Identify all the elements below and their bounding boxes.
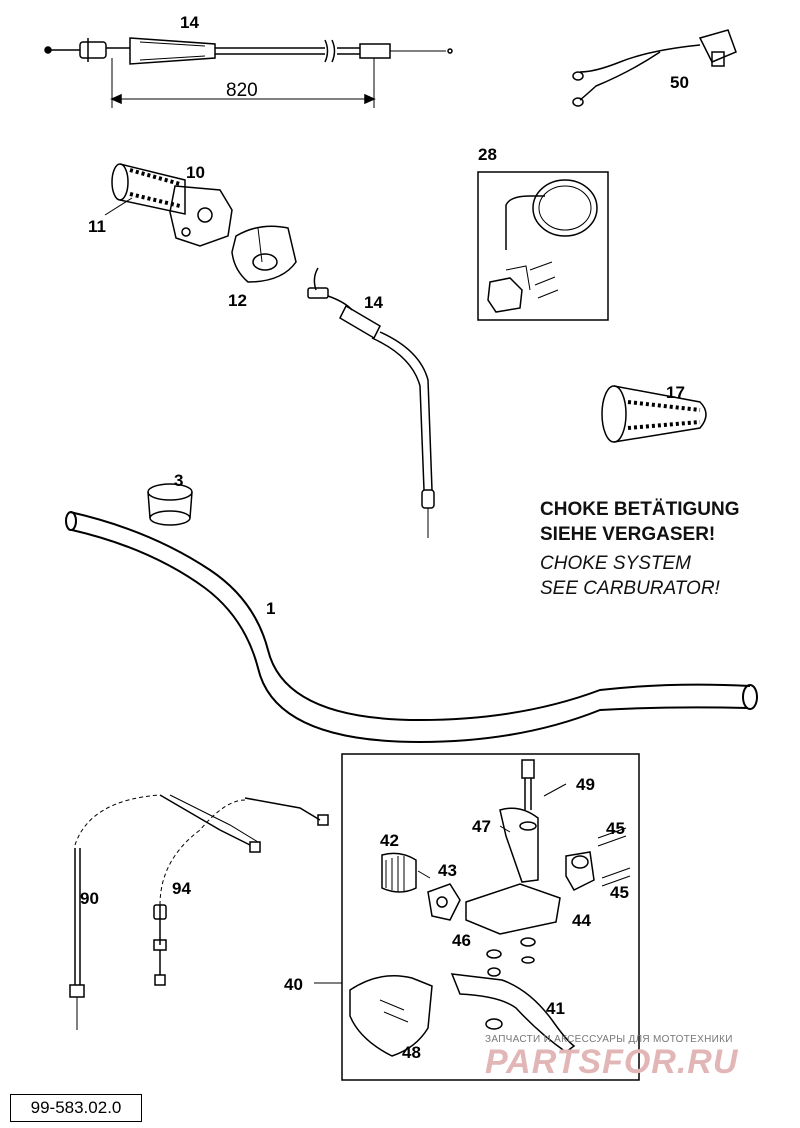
label-10: 10 (186, 163, 205, 182)
label-49: 49 (576, 775, 595, 794)
throttle-cover (231, 225, 297, 283)
label-45a: 45 (606, 819, 625, 838)
label-11: 11 (88, 217, 106, 236)
throttle-cable-top (44, 37, 453, 108)
label-40: 40 (284, 975, 303, 994)
throttle-cable-mid (307, 267, 435, 538)
clutch-cables (69, 794, 329, 1030)
label-17: 17 (666, 383, 685, 402)
throttle-grip (104, 163, 233, 247)
choke-note-de-line1: CHOKE BETÄTIGUNG (540, 499, 740, 520)
left-grip (601, 385, 707, 443)
mirror-assembly (477, 171, 609, 321)
label-47: 47 (472, 817, 491, 836)
label-48: 48 (402, 1043, 421, 1062)
watermark-logo: PARTSFOR.RU (485, 1043, 739, 1081)
label-14-mid: 14 (364, 293, 383, 312)
watermark-subtitle: ЗАПЧАСТИ И АКСЕССУАРЫ ДЛЯ МОТОТЕХНИКИ (485, 1034, 733, 1045)
choke-note-en-line1: CHOKE SYSTEM (540, 553, 691, 574)
clutch-lever-assembly (314, 753, 640, 1081)
label-41: 41 (546, 999, 565, 1018)
label-43: 43 (438, 861, 457, 880)
dimension-820: 820 (226, 80, 258, 101)
label-50: 50 (670, 73, 689, 92)
kill-switch (572, 29, 737, 107)
label-94: 94 (172, 879, 191, 898)
part-labels: 14 50 10 11 12 14 28 17 3 1 49 47 45 45 … (80, 13, 689, 1062)
label-46: 46 (452, 931, 471, 950)
label-1: 1 (266, 599, 275, 618)
choke-note-en-line2: SEE CARBURATOR! (540, 578, 720, 599)
label-44: 44 (572, 911, 591, 930)
drawing-code: 99-583.02.0 (10, 1094, 142, 1122)
label-42: 42 (380, 831, 399, 850)
label-90: 90 (80, 889, 99, 908)
label-12: 12 (228, 291, 247, 310)
label-14-top: 14 (180, 13, 199, 32)
label-3: 3 (174, 471, 183, 490)
choke-note-de-line2: SIEHE VERGASER! (540, 524, 716, 545)
watermark: ЗАПЧАСТИ И АКСЕССУАРЫ ДЛЯ МОТОТЕХНИКИ PA… (485, 1034, 795, 1082)
handlebar-bushing (147, 483, 193, 526)
label-45b: 45 (610, 883, 629, 902)
handlebar (65, 511, 758, 744)
label-28: 28 (478, 145, 497, 164)
